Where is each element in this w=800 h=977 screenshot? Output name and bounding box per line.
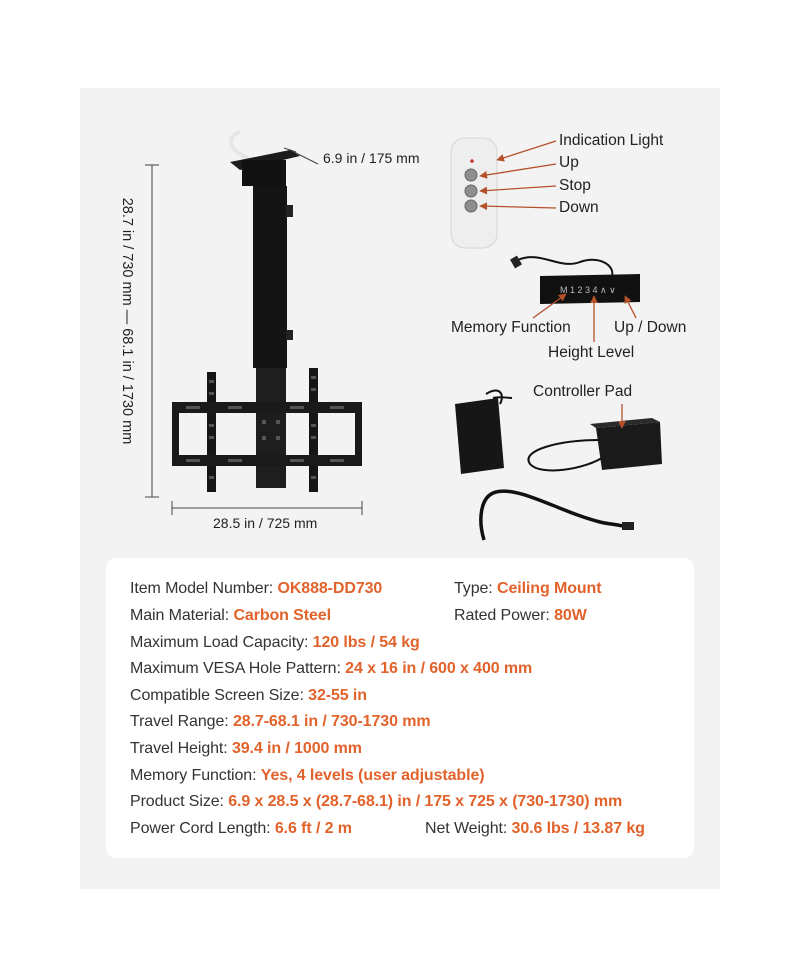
spec-net-weight: Net Weight: 30.6 lbs / 13.87 kg: [425, 820, 645, 837]
power-cord: [479, 489, 629, 541]
remote-pointer-lines: [479, 140, 557, 211]
bottom-dimension-line: [171, 501, 363, 515]
vertical-dimension-label: 28.7 in / 730 mm — 68.1 in / 1730 mm: [119, 197, 135, 445]
keypad-key-glyphs: M 1 2 3 4 ∧ ∨: [560, 285, 616, 295]
bottom-dimension-label: 28.5 in / 725 mm: [213, 515, 318, 531]
spec-type: Type: Ceiling Mount: [454, 580, 602, 597]
spec-model-number: Item Model Number: OK888-DD730: [130, 580, 383, 597]
remote-control: [450, 137, 498, 249]
controller-box: [527, 418, 662, 472]
power-adapter: [455, 389, 513, 474]
spec-product-size: Product Size: 6.9 x 28.5 x (28.7-68.1) i…: [130, 793, 623, 810]
spec-vesa-pattern: Maximum VESA Hole Pattern: 24 x 16 in / …: [130, 660, 533, 677]
spec-rated-power: Rated Power: 80W: [454, 607, 587, 624]
spec-memory-function: Memory Function: Yes, 4 levels (user adj…: [130, 767, 485, 784]
spec-travel-range: Travel Range: 28.7-68.1 in / 730-1730 mm: [130, 713, 431, 730]
label-controller-pad: Controller Pad: [533, 383, 633, 400]
label-memory-function: Memory Function: [451, 319, 571, 336]
ceiling-mount-figure: [172, 130, 362, 492]
spec-travel-height: Travel Height: 39.4 in / 1000 mm: [130, 740, 362, 757]
top-dimension-label: 6.9 in / 175 mm: [323, 150, 420, 166]
label-up-down: Up / Down: [614, 319, 687, 336]
spec-load-capacity: Maximum Load Capacity: 120 lbs / 54 kg: [130, 634, 420, 651]
label-up: Up: [559, 154, 579, 171]
spec-power-cord-length: Power Cord Length: 6.6 ft / 2 m: [130, 820, 352, 837]
keypad-pointer-lines: [532, 293, 637, 342]
power-cord-plug: [622, 522, 634, 530]
specification-card: [106, 558, 694, 858]
label-stop: Stop: [559, 177, 591, 194]
spec-main-material: Main Material: Carbon Steel: [130, 607, 331, 624]
label-indication-light: Indication Light: [559, 132, 664, 149]
label-height-level: Height Level: [548, 344, 635, 361]
keypad-controller: M 1 2 3 4 ∧ ∨: [510, 255, 640, 304]
vertical-dimension-line: [145, 164, 159, 498]
label-down: Down: [559, 199, 599, 216]
spec-screen-size: Compatible Screen Size: 32-55 in: [130, 687, 367, 704]
